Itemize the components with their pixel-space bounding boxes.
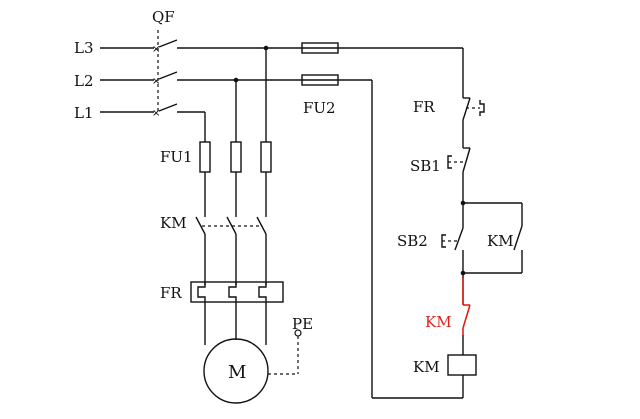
breaker-qf: × × × — [100, 30, 463, 119]
svg-text:×: × — [152, 76, 160, 87]
fuse-fu2-a — [301, 42, 339, 54]
svg-text:×: × — [152, 108, 160, 119]
main-circuit — [190, 48, 302, 404]
km-main-contacts — [195, 216, 267, 235]
label-km-hold: KM — [487, 232, 514, 250]
fuse-fu1-b — [230, 141, 242, 173]
motor — [203, 338, 269, 404]
thermal-relay-fr — [190, 281, 284, 303]
km-hold-contact — [463, 202, 523, 274]
label-sb1: SB1 — [410, 157, 441, 175]
fuse-fu1-c — [260, 141, 272, 173]
label-pe: PE — [292, 315, 313, 333]
label-fr-ctrl: FR — [413, 98, 435, 116]
label-km-coil: KM — [413, 358, 440, 376]
label-motor: M — [228, 362, 246, 383]
label-fu2: FU2 — [303, 99, 336, 117]
label-km-main: KM — [160, 214, 187, 232]
sb2-start-button — [441, 227, 464, 251]
svg-text:×: × — [152, 44, 160, 55]
fuse-fu1-a — [199, 141, 211, 173]
label-km-red: KM — [425, 313, 452, 331]
pe-terminal — [294, 329, 302, 337]
km-interlock-contact — [462, 278, 471, 335]
sb1-stop-button — [447, 147, 471, 173]
label-qf: QF — [152, 8, 175, 26]
km-coil — [447, 354, 477, 376]
label-l1: L1 — [74, 104, 94, 122]
label-sb2: SB2 — [397, 232, 428, 250]
fr-nc-contact — [462, 97, 485, 121]
fuse-fu2-b — [301, 74, 339, 86]
label-fu1: FU1 — [160, 148, 193, 166]
label-fr-main: FR — [160, 284, 182, 302]
label-l3: L3 — [74, 39, 94, 57]
label-l2: L2 — [74, 72, 94, 90]
control-circuit — [301, 42, 523, 399]
